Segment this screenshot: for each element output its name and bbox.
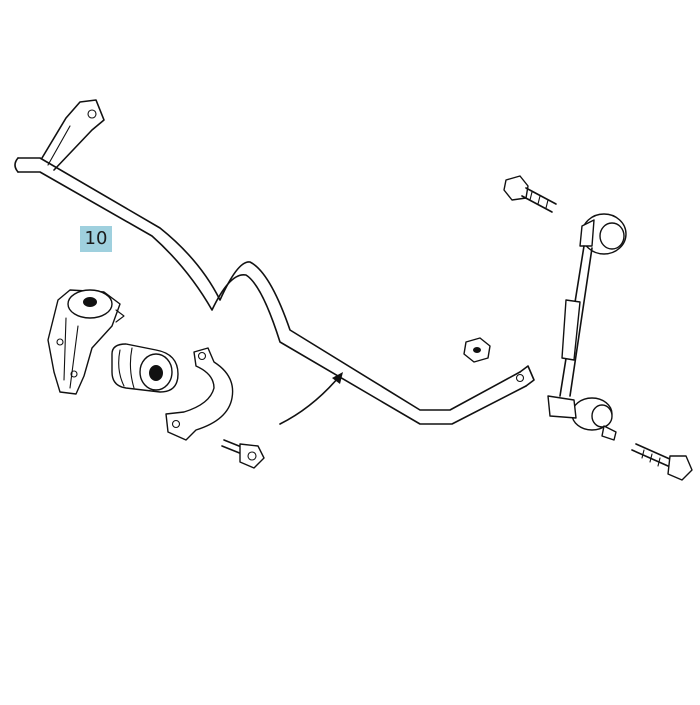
nut[interactable]: [463, 337, 491, 363]
installation-arrow: [279, 372, 343, 425]
clamp-bolt[interactable]: [221, 439, 265, 469]
link-upper-bolt[interactable]: [503, 175, 557, 213]
mounting-bracket[interactable]: [47, 289, 125, 395]
rubber-bushing[interactable]: [111, 343, 179, 393]
callout-label-10[interactable]: 10: [80, 226, 112, 252]
stabilizer-link[interactable]: [547, 213, 627, 441]
link-lower-bolt[interactable]: [631, 443, 693, 481]
bushing-clamp[interactable]: [165, 347, 234, 441]
stabilizer-bar[interactable]: [14, 99, 535, 425]
